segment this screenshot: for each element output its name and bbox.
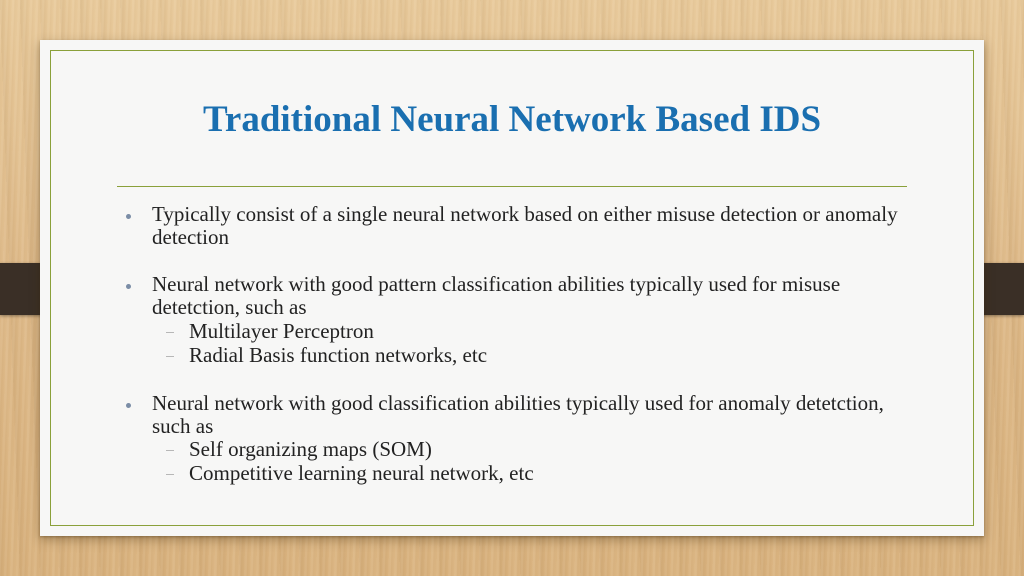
bullet-dot-icon [126,214,131,219]
sub-dash-icon [166,332,174,333]
sub-dash-icon [166,356,174,357]
sub-item-text: Competitive learning neural network, etc [189,461,534,485]
sub-dash-icon [166,450,174,451]
slide-card [40,40,984,536]
sub-dash-icon [166,474,174,475]
slide-inner-border [50,50,974,526]
sub-item-text: Multilayer Perceptron [189,319,374,343]
bullet-dot-icon [126,403,131,408]
slide-title: Traditional Neural Network Based IDS [202,99,822,140]
title-divider [117,186,907,187]
bullet-text: Typically consist of a single neural net… [152,202,898,249]
bullet-text: Neural network with good classification … [152,391,884,438]
bullet-text: Neural network with good pattern classif… [152,272,841,319]
bullet-dot-icon [126,284,131,289]
sub-item-text: Radial Basis function networks, etc [189,343,488,367]
sub-item-text: Self organizing maps (SOM) [189,437,432,461]
